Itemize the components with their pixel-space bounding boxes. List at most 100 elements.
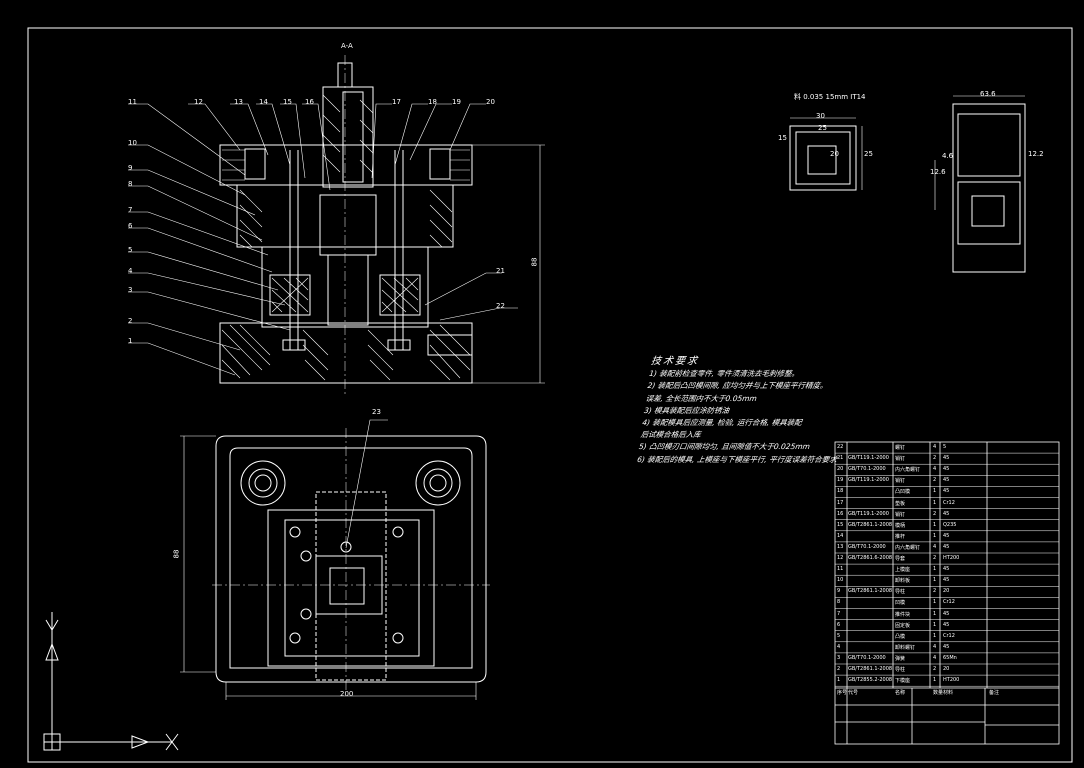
bom-cell-std: GB/T119.1-2000 [848, 477, 889, 484]
part-view-label: 料 0.035 15mm IT14 [794, 93, 866, 101]
bom-cell-name: 推杆 [895, 533, 906, 540]
part-number: 8 [128, 180, 133, 188]
part-number: 19 [452, 98, 461, 106]
bom-cell-name: 凸模 [895, 633, 906, 640]
part-number: 1 [128, 337, 133, 345]
bom-cell-mat: Cr12 [943, 499, 955, 506]
bom-cell-no: 15 [837, 521, 844, 528]
bom-cell-mat: Q235 [943, 521, 957, 528]
bom-cell-qty: 2 [933, 666, 937, 672]
part-number: 2 [128, 317, 133, 325]
bom-cell-name: 弹簧 [895, 655, 906, 662]
bom-cell-no: 11 [837, 566, 844, 573]
bom-cell-mat: 45 [943, 577, 950, 584]
bom-cell-name: 固定板 [895, 622, 911, 629]
bom-cell-name: 销钉 [895, 478, 906, 485]
bom-cell-name: 内六角螺钉 [895, 467, 921, 474]
part-number: 15 [283, 98, 292, 106]
section-height-dimension [472, 144, 545, 384]
bom-cell-name: 上模座 [895, 567, 911, 574]
strip-dimension: 63.6 [980, 90, 996, 98]
bom-cell-mat: 45 [943, 621, 950, 628]
bom-cell-no: 6 [837, 621, 841, 628]
dim-height-label: 88 [530, 257, 539, 267]
bom-cell-no: 8 [837, 599, 841, 606]
bom-cell-qty: 1 [933, 632, 937, 639]
bom-cell-no: 13 [837, 543, 844, 550]
bom-cell-mat: 45 [943, 510, 950, 517]
part-number: 18 [428, 98, 437, 106]
bom-cell-mat: Cr12 [943, 632, 955, 639]
bom-cell-name: 凸凹模 [895, 489, 911, 496]
bom-cell-qty: 2 [933, 455, 937, 462]
part-number: 13 [234, 98, 243, 106]
bom-cell-name: 垫板 [895, 500, 906, 507]
bom-cell-qty: 1 [933, 521, 937, 528]
bom-cell-std: GB/T70.1-2000 [848, 654, 886, 661]
bom-cell-no: 2 [837, 666, 841, 672]
part-number: 6 [128, 222, 133, 230]
bom-cell-mat: 45 [943, 455, 950, 462]
bom-cell-std: GB/T2861.6-2008 [848, 555, 893, 561]
note-line: 误差, 全长范围内不大于0.05mm [645, 393, 758, 403]
bom-cell-std: GB/T119.1-2000 [848, 455, 889, 462]
part-number: 20 [486, 98, 495, 106]
bom-cell-qty: 1 [933, 599, 937, 606]
part-number: 7 [128, 206, 133, 214]
bom-cell-name: 凹模 [895, 600, 906, 607]
strip-layout [934, 95, 1026, 273]
bom-cell-name: 内六角螺钉 [895, 544, 921, 551]
bom-cell-mat: Cr12 [943, 599, 955, 606]
part-number: 17 [392, 98, 401, 106]
bom-cell-std: GB/T70.1-2000 [848, 543, 886, 550]
part-number: 10 [128, 139, 137, 147]
inner-border [27, 27, 1073, 763]
strip-dimension: 4.6 [942, 152, 954, 160]
technical-requirements: 技术要求 1) 装配前检查零件, 零件须清洗去毛刺修整。2) 装配后凸凹模间隙,… [636, 356, 851, 466]
bom-cell-qty: 1 [933, 499, 937, 506]
part-number: 5 [128, 246, 133, 254]
bom-header-name: 名称 [895, 690, 906, 697]
strip-dimension: 12.2 [1028, 150, 1044, 158]
bom-cell-name: 导套 [895, 556, 906, 562]
bom-cell-qty: 4 [933, 466, 937, 473]
bom-cell-qty: 2 [933, 555, 937, 561]
plan-view [215, 435, 487, 683]
section-view [219, 62, 473, 384]
bom-header-no: 序号 [837, 690, 848, 697]
bom-header-std: 代号 [848, 690, 859, 697]
bom-cell-mat: 5 [943, 444, 947, 450]
note-line: 后试模合格后入库 [640, 430, 702, 440]
bom-cell-mat: 45 [943, 532, 950, 539]
bom-cell-qty: 2 [933, 588, 937, 595]
plan-dimensions [180, 419, 477, 700]
bom-cell-qty: 1 [933, 677, 937, 684]
bom-cell-std: GB/T2855.2-2008 [848, 677, 893, 684]
bom-cell-mat: 45 [943, 543, 950, 550]
part-number: 14 [259, 98, 268, 106]
bom-cell-no: 14 [837, 532, 844, 539]
bom-cell-no: 4 [837, 643, 841, 650]
note-line: 2) 装配后凸凹模间隙, 应均匀并与上下模座平行精度。 [646, 381, 829, 391]
leader-lines-left [128, 103, 291, 376]
bom-header-qty: 数量 [933, 690, 944, 697]
ucs-icon [43, 612, 179, 751]
bom-cell-mat: HT200 [943, 555, 960, 561]
bom-cell-no: 18 [837, 488, 844, 495]
